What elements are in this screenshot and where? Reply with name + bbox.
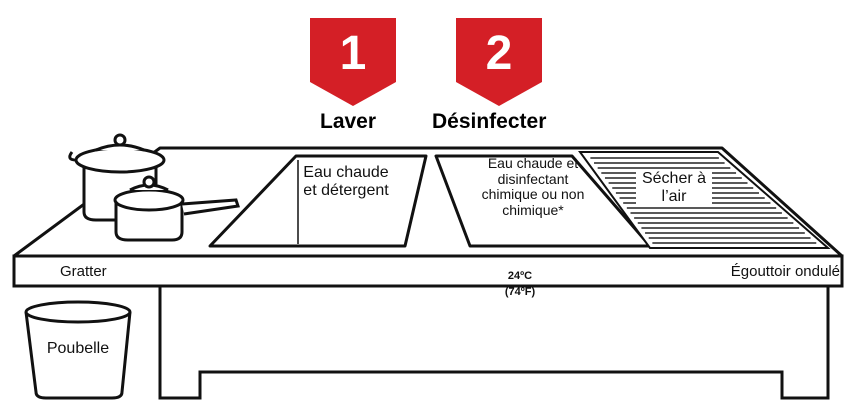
step-2-title: Désinfecter	[432, 110, 547, 133]
step-2-badge	[456, 18, 542, 106]
temp-celsius-label: 24ºC	[507, 270, 533, 282]
scrape-label: Gratter	[60, 263, 107, 280]
step-1-title: Laver	[320, 110, 377, 133]
trash-can-icon	[24, 300, 132, 400]
wash-sink	[208, 154, 428, 248]
step-2-number: 2	[485, 27, 513, 80]
wash-sink-label: Eau chaude et détergent	[303, 164, 389, 199]
step-1-number: 1	[339, 27, 367, 80]
counter-base	[158, 286, 830, 400]
step-1-badge	[310, 18, 396, 106]
drainboard-label: Égouttoir ondulé	[730, 263, 840, 280]
saucepan-icon	[113, 175, 240, 242]
sanitize-sink-label: Eau chaude et disinfectant chimique ou n…	[481, 155, 585, 219]
counter-front	[12, 254, 844, 288]
temp-fahrenheit-label: (74ºF)	[504, 286, 536, 298]
trash-label: Poubelle	[46, 340, 110, 357]
dry-label: Sécher à l’air	[636, 170, 712, 206]
